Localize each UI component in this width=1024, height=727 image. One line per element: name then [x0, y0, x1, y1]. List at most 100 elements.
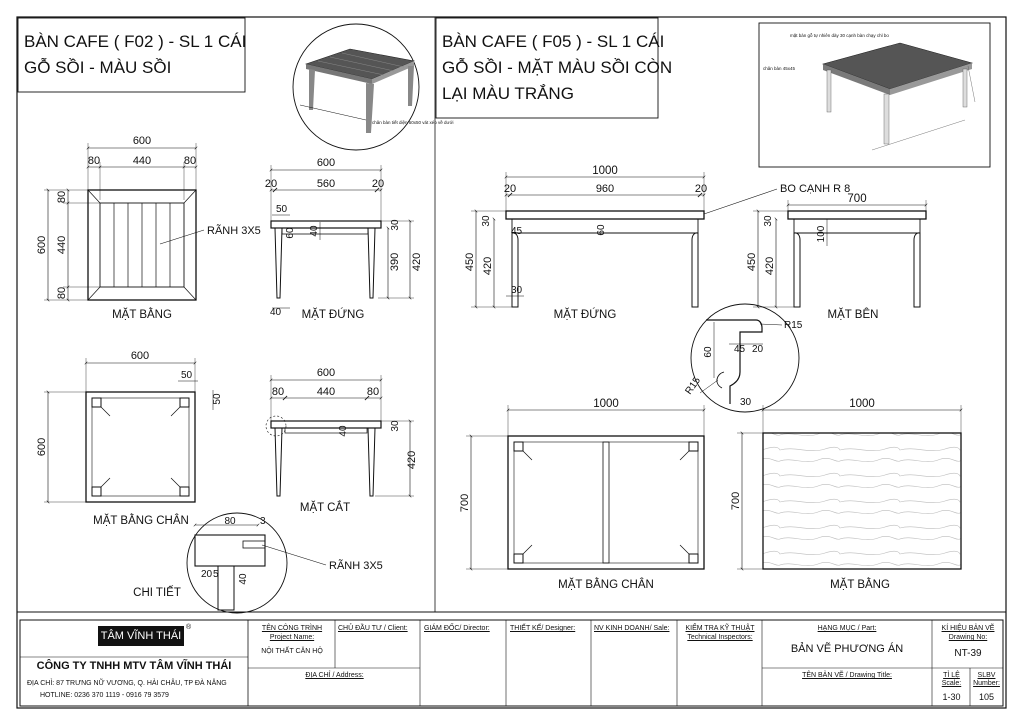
dim-label: 40: [338, 425, 349, 437]
dim-label: 80: [272, 386, 284, 398]
f02-title-line-2: GỖ SỒI - MÀU SỒI: [24, 58, 172, 77]
scale-label-vi: TỈ LỆ: [943, 672, 960, 679]
f05-top-plan-view: 1000 700 MẶT BẰNG: [730, 398, 963, 591]
dim-label: 600: [36, 236, 48, 254]
f05-title-line-2: GỖ SỒI - MẶT MÀU SỒI CÒN: [442, 58, 673, 77]
sheet-border: [16, 16, 1007, 709]
dim-label: 80: [56, 191, 68, 203]
scale-value: 1-30: [942, 692, 961, 702]
f02-elevation-view: 600 20 560 20 50 60 40 30 390 420 40 MẶT…: [265, 157, 423, 321]
dim-label: 80: [56, 287, 68, 299]
dim-label: 600: [133, 135, 151, 147]
view-label: MẶT CẮT: [300, 501, 350, 514]
address-label: ĐỊA CHỈ / Address:: [305, 672, 364, 679]
dim-label: 60: [596, 224, 607, 236]
f02-plan-view: 600 80 440 80 600 80 440 80 RÃNH 3X5 MẶT…: [36, 135, 261, 321]
drawing-title-label: TÊN BẢN VẼ / Drawing Title:: [802, 672, 892, 679]
view-label: MẶT BẰNG CHÂN: [93, 514, 189, 527]
dim-label: R15: [784, 320, 803, 331]
dim-label: 600: [317, 367, 335, 379]
f05-front-view: 1000 20 960 20 BO CẠNH R 8 30 45 60 450 …: [464, 165, 850, 321]
callout-groove: RÃNH 3X5: [329, 559, 383, 572]
dim-label: 700: [847, 193, 866, 205]
dim-label: 40: [270, 307, 282, 318]
dim-label: 100: [816, 225, 827, 242]
dim-label: 20: [695, 183, 707, 195]
dim-label: 600: [131, 350, 149, 362]
drawing-no-label-vi: KÍ HIỆU BẢN VẼ: [941, 625, 995, 632]
dim-label: 440: [56, 236, 68, 254]
dim-label: 30: [390, 219, 401, 231]
dim-label: 50: [212, 393, 223, 405]
dim-label: 600: [36, 438, 48, 456]
dim-label: 560: [317, 178, 335, 190]
dim-label: 20: [372, 178, 384, 190]
dim-label: 45: [734, 344, 746, 355]
dim-label: 5: [213, 569, 219, 580]
f05-preview-note-top: mặt bàn gỗ tự nhiên dày 30 cạnh bàn chạy…: [790, 32, 889, 38]
project-name-label-vi: TÊN CÔNG TRÌNH: [261, 625, 323, 632]
dim-label: 1000: [593, 398, 619, 410]
dim-label: 390: [389, 253, 401, 271]
company-address: ĐỊA CHỈ: 87 TRƯNG NỮ VƯƠNG, Q. HẢI CHÂU,…: [27, 680, 227, 687]
dim-label: 40: [309, 225, 320, 237]
view-label: MẶT BẰNG CHÂN: [558, 578, 654, 591]
dim-label: 440: [317, 386, 335, 398]
f02-3d-preview: chân bàn tiết diện 50x50 vát xéo về dưới: [292, 23, 454, 151]
dim-label: 30: [390, 420, 401, 432]
drawing-no-value: NT-39: [954, 648, 982, 659]
f05-preview-note-leg: chân bàn 45x45: [763, 66, 796, 71]
dim-label: 20: [752, 344, 764, 355]
dim-label: 80: [88, 155, 100, 167]
f05-side-view: 700 30 100 450 420 MẶT BÊN: [746, 193, 928, 321]
dim-label: 1000: [592, 165, 618, 177]
designer-label: THIẾT KẾ/ Designer:: [510, 625, 576, 632]
dim-label: 600: [317, 157, 335, 169]
dim-label: 60: [285, 227, 296, 239]
dim-label: 700: [459, 494, 471, 512]
view-label: MẶT ĐỨNG: [554, 308, 617, 321]
dim-label: 420: [406, 451, 418, 469]
dim-label: 20: [201, 569, 213, 580]
dim-label: 80: [184, 155, 196, 167]
company-hotline: HOTLINE: 0236 370 1119 - 0916 79 3579: [40, 692, 169, 699]
dim-label: 30: [481, 215, 492, 227]
client-label: CHỦ ĐẦU TƯ / Client:: [338, 625, 408, 632]
f05-title-line-3: LẠI MÀU TRẮNG: [442, 84, 574, 103]
dim-label: 45: [511, 226, 523, 237]
company-name: CÔNG TY TNHH MTV TÂM VĨNH THÁI: [36, 660, 232, 672]
f02-section-view: 600 80 440 80 40 30 420 MẶT CẮT: [265, 367, 418, 514]
f05-leg-plan-view: 1000 700 MẶT BẰNG CHÂN: [459, 398, 706, 591]
title-block-grid: [19, 619, 1004, 707]
sale-label: NV KINH DOANH/ Sale:: [594, 625, 670, 632]
dim-label: 420: [411, 253, 423, 271]
view-label: MẶT ĐỨNG: [302, 308, 365, 321]
dim-label: 700: [730, 492, 742, 510]
dim-label: 20: [504, 183, 516, 195]
dim-label: 450: [464, 253, 476, 271]
dim-label: 80: [224, 516, 236, 527]
dim-label: R15: [683, 375, 703, 397]
part-value: BẢN VẼ PHƯƠNG ÁN: [790, 643, 904, 655]
dim-label: 40: [238, 573, 249, 585]
f05-title-box: [435, 17, 659, 119]
dim-label: 420: [764, 257, 776, 275]
dim-label: 80: [367, 386, 379, 398]
project-name-value: NỘI THẤT CĂN HỘ: [261, 648, 323, 655]
dim-label: 50: [181, 370, 193, 381]
view-label: MẶT BÊN: [828, 308, 879, 321]
dim-label: 30: [740, 397, 752, 408]
dim-label: 450: [746, 253, 758, 271]
f05-profile-detail: R15 60 45 20 R15 30: [683, 303, 803, 413]
registered-mark: ®: [186, 624, 192, 631]
inspector-label-vi: KIỂM TRA KỸ THUẬT: [685, 625, 755, 632]
drawing-no-label-en: Drawing No:: [948, 634, 988, 641]
dim-label: 420: [482, 257, 494, 275]
dim-label: 50: [276, 204, 288, 215]
f05-title-line-1: BÀN CAFE ( F05 ) - SL 1 CÁI: [442, 32, 665, 51]
callout-groove: RÃNH 3X5: [207, 224, 261, 237]
scale-label-en: Scale:: [941, 680, 962, 687]
callout-edge-radius: BO CẠNH R 8: [780, 183, 850, 195]
f02-detail-view: 80 3 20 5 40 RÃNH 3X5 CHI TIẾT: [133, 512, 383, 614]
